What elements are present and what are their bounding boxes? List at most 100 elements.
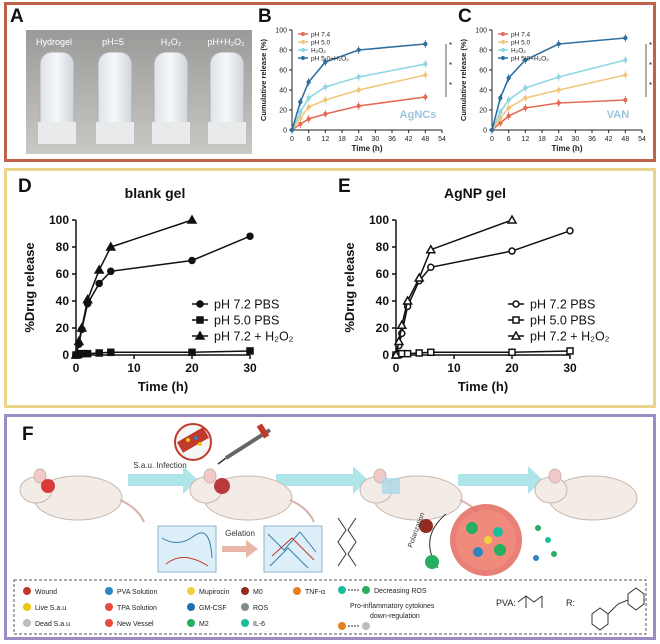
series-3 — [289, 40, 428, 134]
data-point — [107, 267, 115, 276]
y-tick-label: 60 — [279, 68, 287, 75]
vial-1 — [38, 51, 76, 144]
released-dots — [533, 525, 557, 561]
legend-label: TPA Solution — [117, 605, 157, 612]
legend-icon — [187, 603, 195, 611]
x-tick-label: 12 — [321, 136, 329, 143]
data-point — [393, 335, 405, 346]
x-tick-label: 6 — [307, 136, 311, 143]
mouse-infected — [189, 468, 315, 523]
chart-title: blank gel — [125, 185, 186, 201]
legend-icon — [241, 587, 249, 595]
significance-star: * — [649, 61, 652, 70]
x-tick-label: 48 — [621, 136, 629, 143]
x-tick-label: 42 — [605, 136, 613, 143]
data-point — [427, 348, 435, 357]
treatment-schematic: S.a.u. Infection — [13, 423, 647, 635]
vial-label-3: H₂O₂ — [161, 37, 182, 47]
data-point — [246, 347, 254, 355]
data-point — [323, 111, 328, 117]
data-point — [188, 256, 196, 265]
data-point — [566, 227, 574, 235]
legend-label: pH 7.2 + H₂O₂ — [214, 330, 294, 344]
series-line — [291, 74, 426, 131]
legend-icon — [241, 603, 249, 611]
data-point — [523, 105, 528, 111]
legend-icon — [187, 587, 195, 595]
legend-label: pH 7.2 PBS — [530, 298, 595, 312]
y-tick-label: 100 — [475, 28, 487, 35]
data-point — [107, 348, 115, 357]
inset-label: VAN — [607, 109, 629, 121]
y-tick-label: 40 — [376, 294, 390, 308]
data-point — [566, 347, 574, 355]
arrow-2 — [276, 466, 368, 494]
x-tick-label: 18 — [538, 136, 546, 143]
crosslinker-structure — [337, 517, 357, 567]
gelation-label: Gelation — [225, 529, 255, 538]
legend-marker — [501, 48, 505, 52]
legend-label: pH 7.2 PBS — [214, 298, 279, 312]
legend-marker — [501, 40, 505, 44]
x-tick-label: 30 — [243, 361, 257, 375]
data-point — [356, 87, 361, 93]
legend-icon — [241, 619, 249, 627]
chart-title: AgNP gel — [444, 185, 506, 201]
vial-label-2: pH=5 — [102, 37, 124, 47]
mouse-wounded — [19, 468, 145, 523]
x-tick-label: 30 — [571, 136, 579, 143]
x-axis-label: Time (h) — [138, 379, 188, 394]
wound-bed-circle — [450, 504, 522, 576]
x-tick-label: 48 — [421, 136, 429, 143]
legend-label: TNF-α — [305, 589, 325, 596]
arrow-1 — [128, 466, 198, 494]
data-point — [298, 121, 303, 127]
y-tick-label: 100 — [49, 213, 69, 227]
y-tick-label: 60 — [56, 267, 70, 281]
data-point — [508, 348, 516, 357]
data-point — [76, 322, 88, 332]
data-point — [423, 41, 428, 47]
data-point — [498, 109, 503, 115]
data-point — [306, 79, 311, 85]
legend-label: Dead S.a.u — [35, 621, 70, 628]
data-point — [427, 263, 435, 271]
legend-marker — [301, 32, 305, 36]
data-point — [356, 47, 361, 53]
panel-label-f: F — [22, 424, 34, 445]
significance-star: * — [449, 81, 452, 90]
significance-star: * — [449, 61, 452, 70]
infection-label: S.a.u. Infection — [133, 461, 186, 470]
data-point — [425, 244, 437, 254]
x-tick-label: 54 — [438, 136, 446, 143]
legend-label: Live S.a.u — [35, 605, 66, 612]
data-point — [356, 103, 361, 109]
data-point — [356, 74, 361, 80]
legend-label: M2 — [199, 621, 209, 628]
x-tick-label: 12 — [521, 136, 529, 143]
data-point — [415, 349, 423, 357]
data-point — [506, 97, 511, 103]
x-axis-label: Time (h) — [352, 144, 383, 153]
top-panel-frame — [4, 2, 656, 162]
series-2 — [390, 214, 518, 359]
x-tick-label: 0 — [73, 361, 80, 375]
data-point — [423, 94, 428, 100]
x-axis-label: Time (h) — [552, 144, 583, 153]
vials-photo: Hydrogel pH=5 H₂O₂ pH+H₂O₂ — [26, 30, 252, 154]
y-tick-label: 0 — [483, 128, 487, 135]
legend-label: H₂O₂ — [311, 48, 326, 55]
legend-label: M0 — [253, 589, 263, 596]
data-point — [556, 100, 561, 106]
legend-label: pH 7.2 + H₂O₂ — [530, 330, 610, 344]
data-point — [95, 349, 103, 357]
data-point — [556, 41, 561, 47]
x-tick-label: 24 — [355, 136, 363, 143]
y-tick-label: 100 — [275, 28, 287, 35]
y-tick-label: 40 — [479, 88, 487, 95]
legend-marker — [301, 40, 305, 44]
y-axis-label: %Drug release — [342, 242, 357, 332]
data-point — [623, 72, 628, 78]
series-2 — [70, 214, 198, 359]
